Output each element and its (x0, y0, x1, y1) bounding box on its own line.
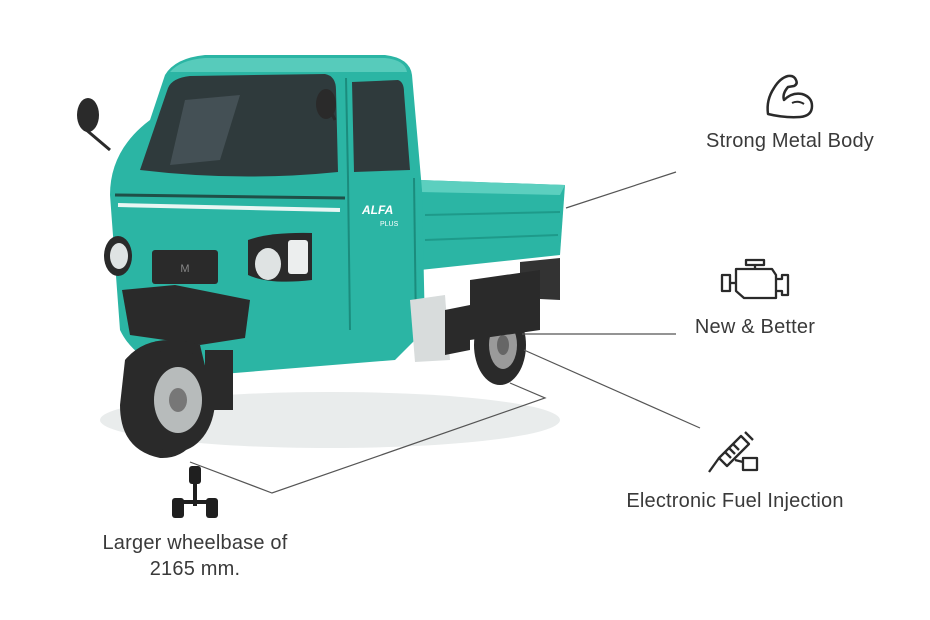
cabin-body: M (77, 55, 425, 375)
callout-line-fuel-injection (523, 349, 701, 429)
alfa-plus-badge: ALFA PLUS (361, 203, 399, 228)
feature-new-and-better-engine: New & Better (670, 258, 840, 339)
svg-text:M: M (180, 263, 189, 275)
flexed-arm-icon (690, 70, 890, 122)
feature-larger-wheelbase: Larger wheelbase of 2165 mm. (80, 464, 310, 582)
callout-line-metal-body (565, 171, 677, 209)
feature-label-fuel-injection: Electronic Fuel Injection (626, 490, 844, 512)
fuel-injector-icon (600, 428, 870, 478)
wheelbase-axle-icon (80, 464, 310, 522)
feature-label-wheelbase: Larger wheelbase of 2165 mm. (102, 532, 288, 580)
badge-text: ALFA (361, 203, 393, 217)
badge-subtext: PLUS (380, 221, 399, 228)
front-wheel (120, 340, 233, 459)
feature-strong-metal-body: Strong Metal Body (690, 70, 890, 153)
feature-label-engine: New & Better (694, 316, 816, 338)
callout-lines (189, 171, 701, 494)
callout-line-wheelbase (189, 382, 547, 494)
feature-electronic-fuel-injection: Electronic Fuel Injection (600, 428, 870, 513)
feature-label-metal-body: Strong Metal Body (706, 130, 874, 152)
engine-icon (670, 258, 840, 304)
cargo-bed (420, 180, 565, 300)
